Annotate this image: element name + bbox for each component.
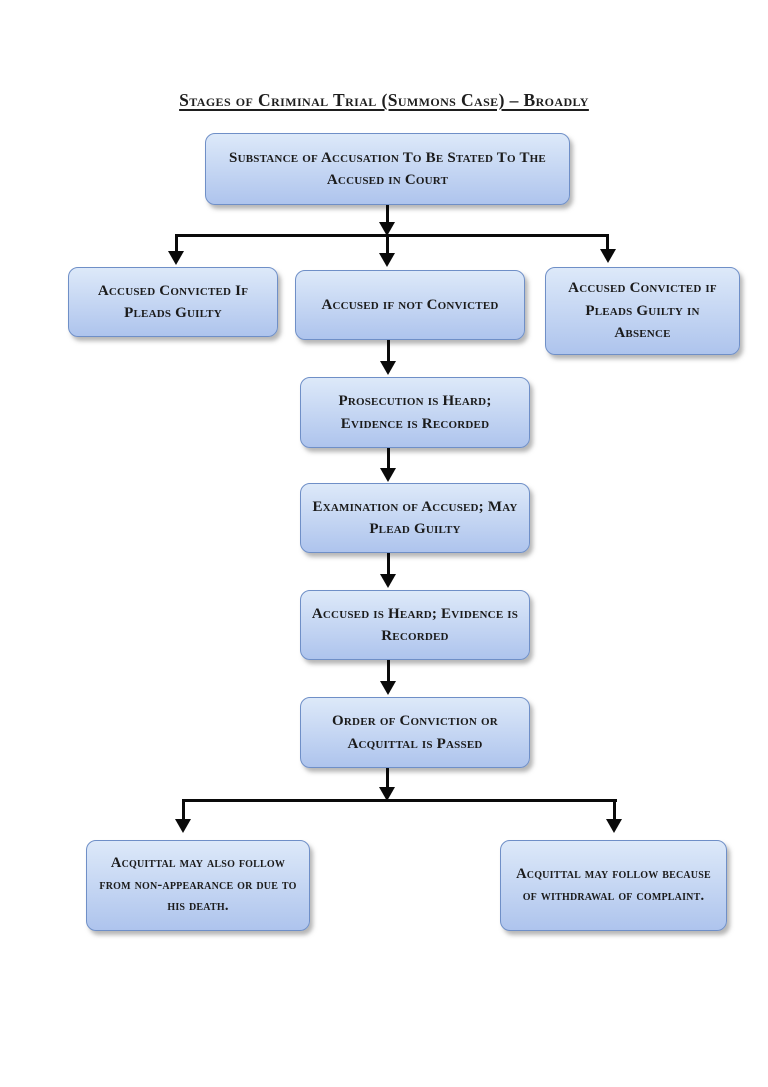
connector-top-stem-line bbox=[386, 205, 389, 224]
node-label: Prosecution is Heard; Evidence is Record… bbox=[338, 393, 492, 432]
node-examination-of-accused: Examination of Accused; May Plead Guilty bbox=[300, 483, 530, 553]
node-accused-is-heard: Accused is Heard; Evidence is Recorded bbox=[300, 590, 530, 660]
arrowhead-down-icon bbox=[379, 787, 395, 801]
arrowhead-down-icon bbox=[380, 468, 396, 482]
connector-bottom-branch-line bbox=[182, 799, 617, 802]
connector-chain-4-line bbox=[387, 660, 390, 682]
connector-chain-2-line bbox=[387, 448, 390, 469]
node-label: Accused Convicted If Pleads Guilty bbox=[97, 282, 249, 322]
node-label: Acquittal may also follow from non-appea… bbox=[99, 854, 297, 915]
node-accused-if-not-convicted: Accused if not Convicted bbox=[295, 270, 525, 340]
connector-bottom-drop-right-line bbox=[613, 799, 616, 820]
diagram-title: Stages of Criminal Trial (Summons Case) … bbox=[179, 90, 589, 110]
node-convicted-if-guilty-in-absence: Accused Convicted if Pleads Guilty in Ab… bbox=[545, 267, 740, 355]
connector-bottom-drop-left-line bbox=[182, 799, 185, 820]
node-label: Examination of Accused; May Plead Guilty bbox=[312, 498, 518, 538]
node-prosecution-heard: Prosecution is Heard; Evidence is Record… bbox=[300, 377, 530, 448]
arrowhead-down-icon bbox=[380, 574, 396, 588]
node-order-of-conviction: Order of Conviction or Acquittal is Pass… bbox=[300, 697, 530, 768]
arrowhead-down-icon bbox=[380, 361, 396, 375]
node-substance-of-accusation: Substance of Accusation To Be Stated To … bbox=[205, 133, 570, 205]
node-label: Accused is Heard; Evidence is Recorded bbox=[311, 605, 519, 645]
connector-drop-center-line bbox=[386, 237, 389, 254]
connector-drop-left-line bbox=[175, 234, 178, 252]
arrowhead-down-icon bbox=[379, 253, 395, 267]
arrowhead-down-icon bbox=[380, 681, 396, 695]
connector-bottom-stem-line bbox=[386, 768, 389, 788]
node-label: Substance of Accusation To Be Stated To … bbox=[229, 149, 546, 189]
arrowhead-down-icon bbox=[168, 251, 184, 265]
arrowhead-down-icon bbox=[175, 819, 191, 833]
node-acquittal-non-appearance: Acquittal may also follow from non-appea… bbox=[86, 840, 310, 931]
connector-drop-right-line bbox=[606, 234, 609, 250]
node-label: Order of Conviction or Acquittal is Pass… bbox=[332, 713, 498, 752]
node-convicted-if-pleads-guilty: Accused Convicted If Pleads Guilty bbox=[68, 267, 278, 337]
arrowhead-down-icon bbox=[606, 819, 622, 833]
connector-chain-1-line bbox=[387, 340, 390, 362]
node-label: Acquittal may follow because of withdraw… bbox=[516, 865, 711, 904]
node-label: Accused Convicted if Pleads Guilty in Ab… bbox=[568, 280, 717, 342]
node-acquittal-withdrawal: Acquittal may follow because of withdraw… bbox=[500, 840, 727, 931]
connector-chain-3-line bbox=[387, 553, 390, 575]
arrowhead-down-icon bbox=[600, 249, 616, 263]
connector-top-branch-line bbox=[175, 234, 609, 237]
arrowhead-down-icon bbox=[379, 222, 395, 236]
node-label: Accused if not Convicted bbox=[321, 296, 499, 313]
